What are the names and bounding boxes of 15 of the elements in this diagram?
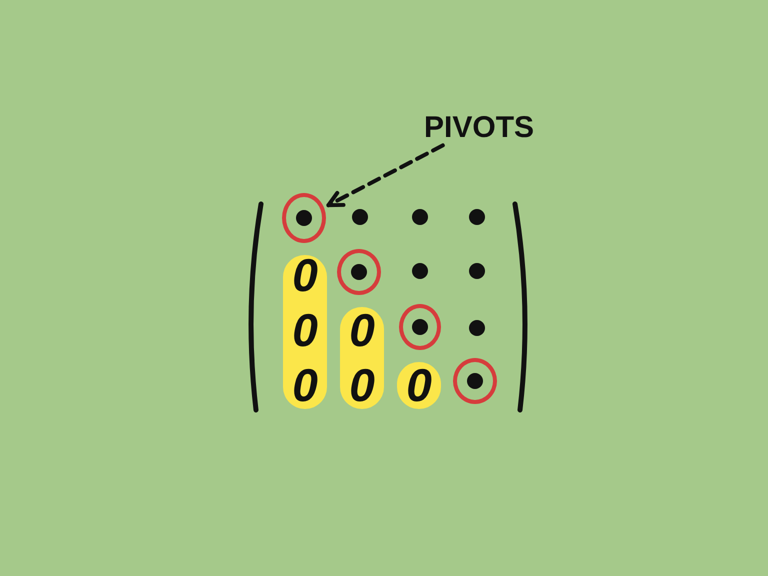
dashed-arrow [326, 143, 445, 208]
zero-band [397, 362, 441, 409]
pivots-label: PIVOTS [424, 112, 534, 144]
zero-entry: 0 [292, 308, 318, 352]
zero-entry: 0 [406, 363, 432, 407]
zero-band [340, 307, 384, 409]
pivot-circle [453, 358, 497, 404]
zero-entry: 0 [349, 363, 375, 407]
zero-band [283, 255, 327, 409]
pivot-circle [282, 193, 326, 243]
zero-entry: 0 [292, 253, 318, 297]
zero-entry: 0 [349, 308, 375, 352]
zero-entry: 0 [292, 363, 318, 407]
pivot-circle [337, 249, 381, 295]
pivot-circle [399, 304, 441, 350]
